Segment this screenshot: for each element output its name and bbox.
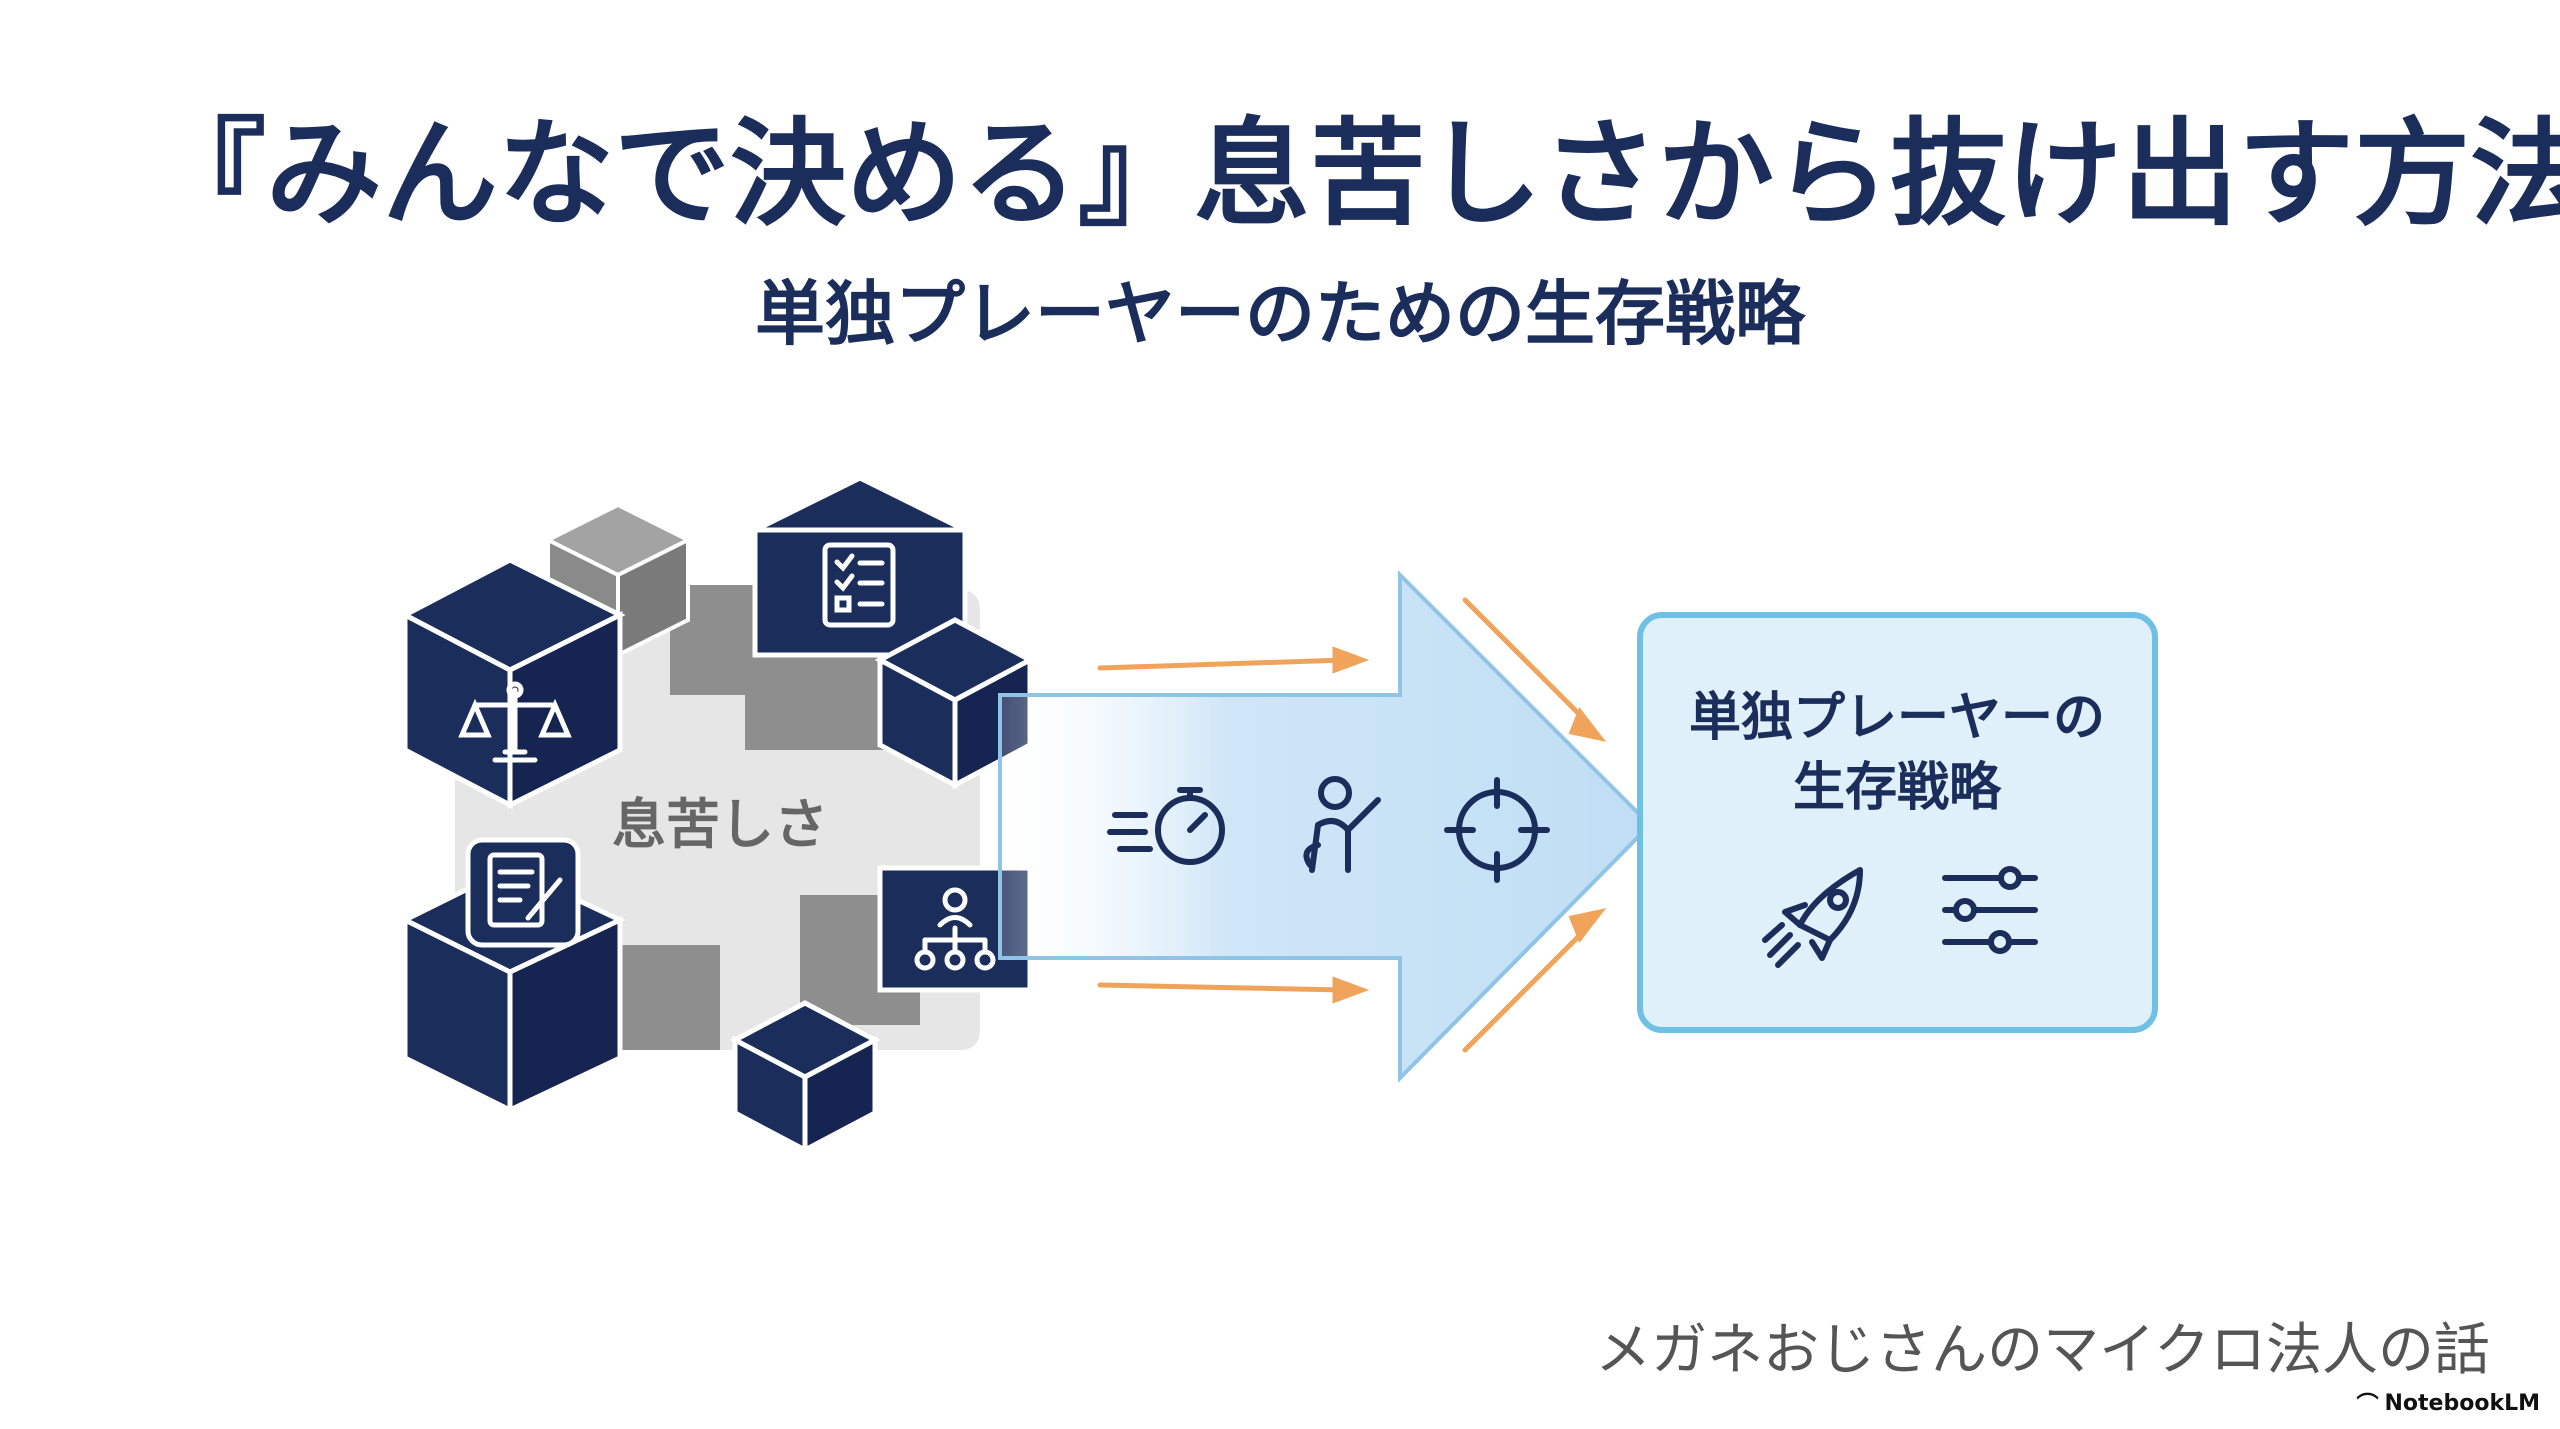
notebooklm-logo-icon: ⌒ — [2356, 1393, 2379, 1418]
checklist-icon — [822, 542, 896, 628]
page-subtitle: 単独プレーヤーのための生存戦略 — [755, 273, 1805, 355]
scales-icon — [458, 681, 572, 763]
page-title: 『みんなで決める』息苦しさから抜け出す方法 — [150, 107, 2560, 242]
rocket-icon — [1762, 867, 1863, 968]
strategy-label-line1: 単独プレーヤーの — [1689, 688, 2105, 748]
target-crosshair-icon — [1444, 777, 1550, 883]
org-chart-icon — [914, 887, 996, 971]
pressure-label: 息苦しさ — [612, 793, 828, 856]
box-checklist — [752, 475, 968, 658]
document-edit-icon — [487, 852, 563, 928]
footer-credit: メガネおじさんのマイクロ法人の話 — [1595, 1318, 2490, 1383]
brand-badge: ⌒ NotebookLM — [2357, 1387, 2541, 1419]
big-arrow — [998, 570, 1653, 1083]
cube-document — [399, 837, 626, 1115]
brand-label: NotebookLM — [2384, 1390, 2540, 1416]
strategy-box — [1637, 612, 2158, 1033]
cube-plain-lower — [729, 1000, 881, 1155]
sliders-icon — [1942, 866, 2038, 954]
motion-lines — [1097, 597, 1607, 1053]
cube-scales — [399, 557, 626, 810]
strategy-label-line2: 生存戦略 — [1793, 758, 2002, 818]
gray-block — [745, 640, 895, 750]
person-raising-hand-icon — [1303, 776, 1381, 873]
fast-stopwatch-icon — [1107, 787, 1225, 865]
